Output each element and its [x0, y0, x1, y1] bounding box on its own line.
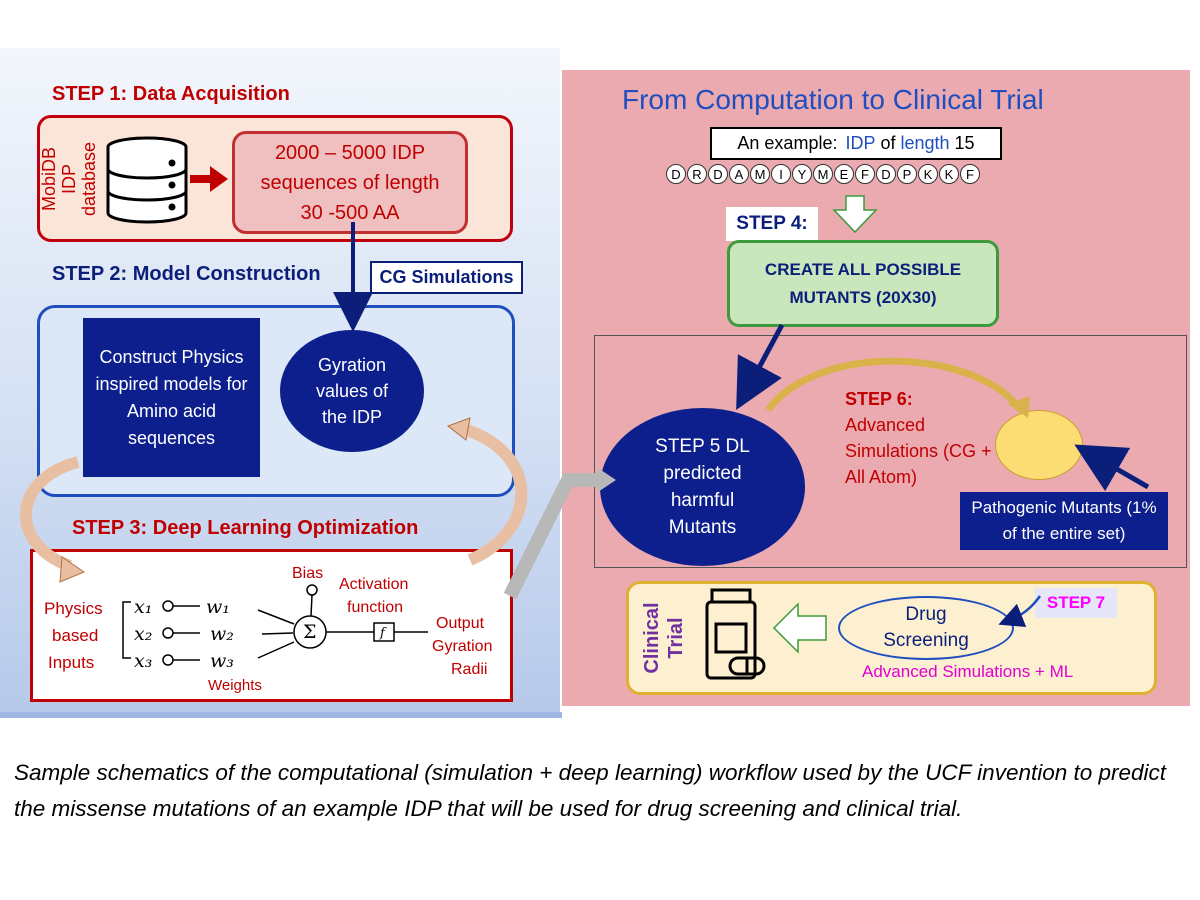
physics-models-box: Construct Physics inspired models for Am…	[83, 318, 260, 477]
arrow-pathogenic-to-circle	[1074, 444, 1150, 492]
pathogenic-box: Pathogenic Mutants (1% of the entire set…	[960, 492, 1168, 550]
nn-output-3: Radii	[451, 661, 487, 678]
step5-node: STEP 5 DL predicted harmful Mutants	[600, 408, 805, 566]
amino-acid-circle: M	[750, 164, 770, 184]
step2-title: STEP 2: Model Construction	[52, 263, 321, 285]
arrow-down-step4	[832, 195, 878, 234]
nn-w3: w₃	[210, 650, 234, 672]
amino-acid-circle: F	[855, 164, 875, 184]
example-of: of	[880, 133, 896, 153]
amino-acid-circle: K	[939, 164, 959, 184]
nn-inputs-2: based	[52, 626, 98, 645]
example-box: An example: IDP of length 15	[710, 127, 1002, 160]
amino-acid-circle: D	[708, 164, 728, 184]
nn-f: f	[379, 626, 387, 641]
cg-simulations-box: CG Simulations	[370, 261, 523, 294]
arrow-step5-to-circle	[765, 357, 1023, 413]
step3-title: STEP 3: Deep Learning Optimization	[72, 517, 419, 539]
step1-title: STEP 1: Data Acquisition	[52, 83, 290, 105]
arrow-db-to-sequences	[190, 166, 228, 192]
nn-x2: x₂	[134, 623, 152, 645]
arrow-step7	[998, 595, 1042, 627]
medicine-bottle-icon	[705, 588, 766, 680]
amino-acid-circle: F	[960, 164, 980, 184]
step3-box	[30, 549, 513, 702]
gyration-values-node: Gyration values of the IDP	[280, 330, 424, 452]
amino-acid-circle: E	[834, 164, 854, 184]
amino-acid-circle: I	[771, 164, 791, 184]
amino-acid-circle: D	[876, 164, 896, 184]
nn-sum: Σ	[303, 621, 316, 643]
amino-acid-circle: D	[666, 164, 686, 184]
arrow-step3-to-step5	[503, 473, 600, 600]
advanced-simulations-ml: Advanced Simulations + ML	[862, 662, 1074, 681]
sequences-text: 2000 – 5000 IDP sequences of length 30 -…	[260, 141, 440, 224]
nn-inputs-3: Inputs	[48, 653, 94, 672]
step6-title: STEP 6:	[845, 389, 913, 409]
database-icon	[106, 136, 188, 224]
neural-network-diagram	[122, 584, 428, 666]
step6-text: Advanced Simulations (CG + All Atom)	[845, 415, 992, 487]
drug-screening-node: Drug Screening	[838, 596, 1014, 660]
nn-activation-1: Activation	[339, 576, 408, 593]
curved-arrow-left	[20, 456, 80, 572]
example-prefix: An example:	[737, 133, 838, 153]
step7-label: STEP 7	[1035, 588, 1117, 618]
step5-text: STEP 5 DL predicted harmful Mutants	[655, 436, 750, 538]
example-num: 15	[954, 133, 975, 153]
nn-w1: w₁	[206, 596, 230, 618]
bottom-band	[0, 712, 562, 718]
nn-inputs-1: Physics	[44, 599, 103, 618]
amino-acid-circle: M	[813, 164, 833, 184]
nn-activation-2: function	[347, 599, 403, 616]
physics-models-text: Construct Physics inspired models for Am…	[95, 346, 248, 448]
example-length: length	[900, 133, 950, 153]
nn-weights: Weights	[208, 677, 262, 694]
right-title: From Computation to Clinical Trial	[622, 84, 1044, 115]
curved-arrow-right	[458, 422, 528, 566]
nn-x3: x₃	[134, 650, 152, 672]
mutants-frame	[594, 335, 1187, 568]
pathogenic-text: Pathogenic Mutants (1% of the entire set…	[971, 498, 1157, 543]
nn-output-2: Gyration	[432, 638, 492, 655]
amino-acid-circle: K	[918, 164, 938, 184]
figure-caption: Sample schematics of the computational (…	[14, 760, 1167, 821]
amino-acid-circle: Y	[792, 164, 812, 184]
sequences-box: 2000 – 5000 IDP sequences of length 30 -…	[232, 131, 468, 234]
step4-label: STEP 4:	[726, 207, 818, 241]
step6-block: STEP 6: Advanced Simulations (CG + All A…	[845, 386, 995, 490]
nn-bias: Bias	[292, 565, 323, 582]
arrow-create-to-step5	[736, 323, 785, 411]
drug-screening-text: Drug Screening	[883, 604, 969, 651]
nn-x1: x₁	[134, 596, 152, 618]
example-idp: IDP	[845, 133, 876, 153]
nn-output-1: Output	[436, 615, 485, 632]
amino-acid-circle: A	[729, 164, 749, 184]
nn-w2: w₂	[210, 623, 234, 645]
create-mutants-box: CREATE ALL POSSIBLE MUTANTS (20X30)	[727, 240, 999, 327]
create-mutants-text: CREATE ALL POSSIBLE MUTANTS (20X30)	[764, 259, 962, 307]
gyration-values-text: Gyration values of the IDP	[315, 355, 389, 427]
arrow-drug-to-clinical	[772, 602, 827, 654]
amino-acid-circle: P	[897, 164, 917, 184]
amino-acid-circle: R	[687, 164, 707, 184]
